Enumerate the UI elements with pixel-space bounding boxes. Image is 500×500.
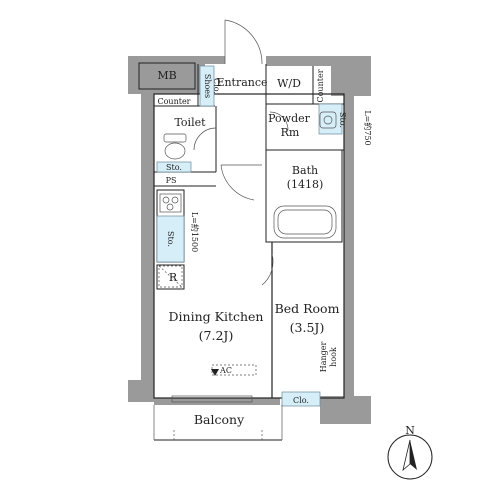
north-label: N [405,424,415,437]
powder-rm-label: Rm [281,126,300,139]
ac-label: AC [219,366,232,375]
north-arrow-icon [387,434,433,480]
powder-label: Powder [268,112,311,125]
stove-icon [159,193,182,213]
bath-label: Bath [292,164,318,177]
bathtub-icon [273,205,337,239]
sto-toilet-label: Sto. [166,163,182,172]
l-right-label: L=約750 [363,110,373,145]
mb-label: MB [157,69,176,82]
shoes-label: Shoes [203,74,212,98]
counter-right-label: Counter [316,69,325,102]
sto-right-label: Sto. [338,112,347,128]
hanger-hook-label: hook [329,347,338,367]
storage-areas [156,65,343,407]
sto-kitchen-label: Sto. [166,231,175,247]
window [171,395,253,403]
sink-icon [319,111,337,129]
exterior-walls [128,56,371,424]
counter-left-label: Counter [157,97,190,106]
bath-size-label: (1418) [287,178,324,191]
ps-label: PS [166,176,177,185]
wd-label: W/D [277,77,301,90]
bed-room-label: Bed Room [275,301,340,316]
dining-kitchen-size: (7.2J) [199,328,234,343]
ac-box [211,364,257,376]
toilet-icon [163,133,187,160]
entrance-label: Entrance [216,76,267,89]
refrigerator-label: R [169,271,178,284]
bed-room-size: (3.5J) [290,320,325,335]
shoes-clo-label: Clo. [212,78,221,94]
hanger-label: Hanger [319,342,328,373]
toilet-label: Toilet [174,116,206,129]
balcony-label: Balcony [194,412,245,427]
refrigerator-box [158,265,183,288]
balcony-rail [153,405,283,442]
l-kitchen-label: L=約1500 [190,212,200,252]
clo-bed-label: Clo. [293,396,309,405]
door-swing-icon [193,19,289,286]
dining-kitchen-label: Dining Kitchen [169,309,264,324]
arrow-marker [211,369,219,376]
